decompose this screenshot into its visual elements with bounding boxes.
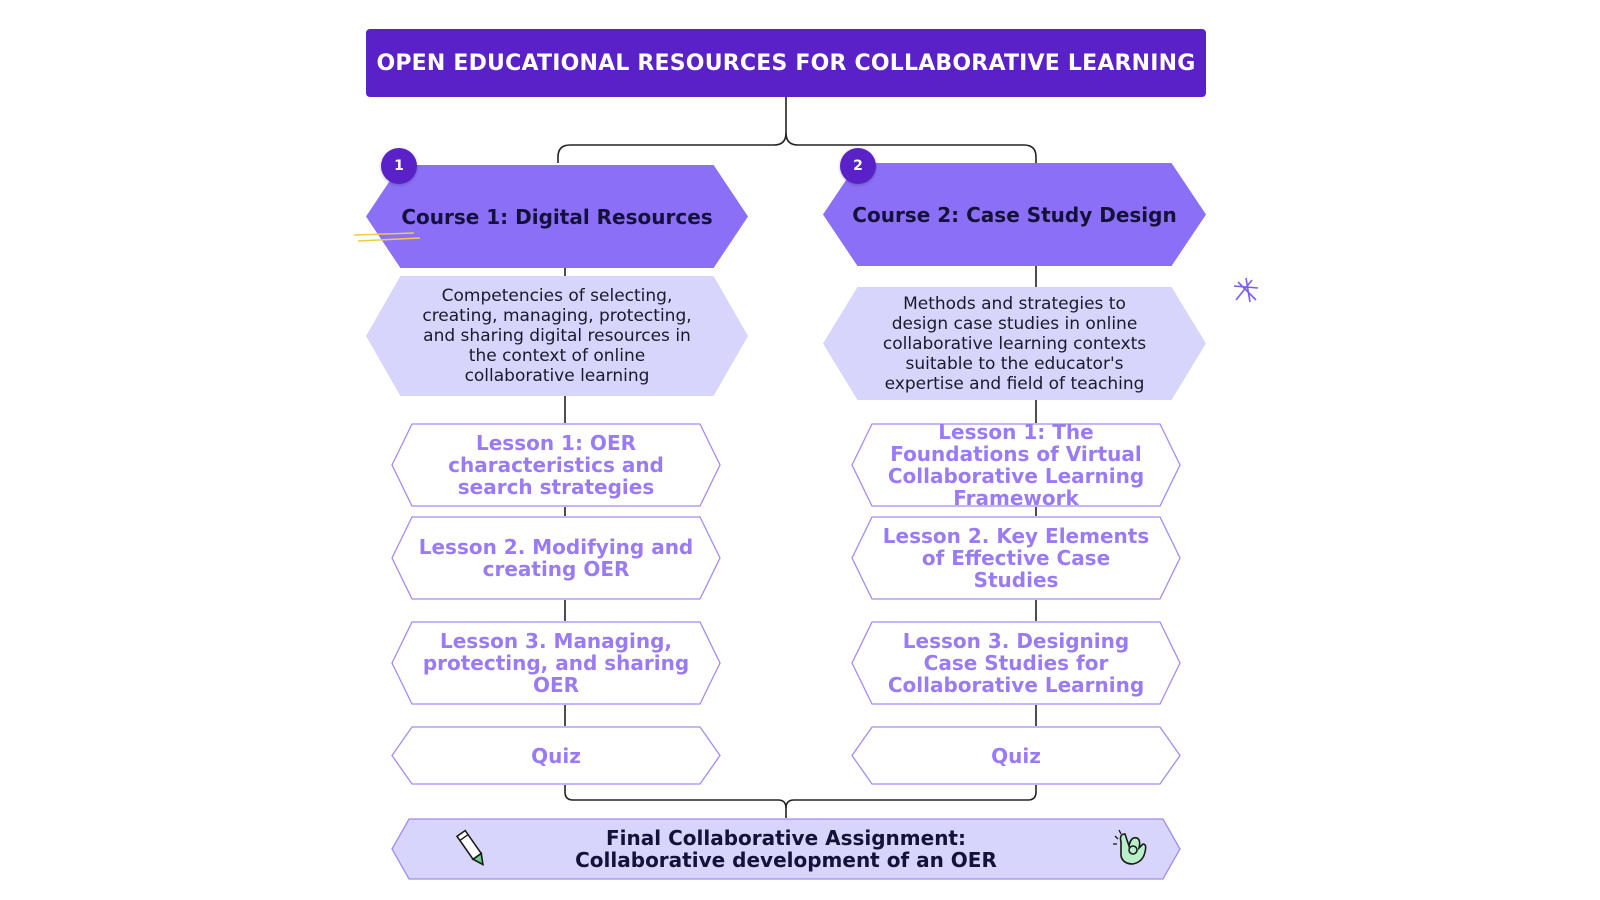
- lesson-outline: [391, 423, 721, 507]
- lesson-label: Lesson 3. Designing Case Studies for Col…: [887, 629, 1145, 697]
- course-2-title: Course 2: Case Study Design: [852, 202, 1177, 227]
- lesson-label: Lesson 1: The Foundations of Virtual Col…: [887, 420, 1145, 510]
- lesson-label: Quiz: [991, 743, 1041, 768]
- course-1-title: Course 1: Digital Resources: [401, 204, 713, 229]
- final-assignment-title: Final Collaborative Assignment:: [606, 826, 966, 850]
- final-assignment-subtitle: Collaborative development of an OER: [575, 848, 997, 872]
- final-outline: [391, 818, 1181, 880]
- star-doodle-icon: [1233, 277, 1259, 303]
- course-1-quiz[interactable]: Quiz: [391, 726, 721, 785]
- lesson-label: Lesson 2. Modifying and creating OER: [418, 535, 694, 581]
- lesson-outline: [851, 621, 1181, 705]
- lesson-outline: [391, 726, 721, 785]
- lesson-outline: [851, 423, 1181, 507]
- lesson-label: Lesson 2. Key Elements of Effective Case…: [882, 524, 1150, 592]
- lesson-label: Lesson 1: OER characteristics and search…: [448, 431, 664, 499]
- course-1-header[interactable]: Course 1: Digital Resources: [366, 165, 748, 268]
- course-1-lesson-1[interactable]: Lesson 1: OER characteristics and search…: [391, 423, 721, 507]
- course-2-description: Methods and strategies to design case st…: [823, 287, 1206, 400]
- course-2-quiz[interactable]: Quiz: [851, 726, 1181, 785]
- lesson-outline: [391, 621, 721, 705]
- lesson-outline: [391, 516, 721, 600]
- course-1-lesson-2[interactable]: Lesson 2. Modifying and creating OER: [391, 516, 721, 600]
- lesson-outline: [851, 516, 1181, 600]
- course-1-description: Competencies of selecting, creating, man…: [366, 276, 748, 396]
- ok-hand-icon: [1113, 829, 1147, 865]
- page-title: OPEN EDUCATIONAL RESOURCES FOR COLLABORA…: [366, 29, 1206, 97]
- final-assignment[interactable]: Final Collaborative Assignment: Collabor…: [391, 818, 1181, 880]
- course-2-lesson-1[interactable]: Lesson 1: The Foundations of Virtual Col…: [851, 420, 1181, 510]
- lesson-outline: [851, 726, 1181, 785]
- course-2-lesson-3[interactable]: Lesson 3. Designing Case Studies for Col…: [851, 621, 1181, 705]
- lesson-label: Lesson 3. Managing, protecting, and shar…: [422, 629, 690, 697]
- lesson-label: Quiz: [531, 743, 581, 768]
- course-2-header[interactable]: Course 2: Case Study Design: [823, 163, 1206, 266]
- course-2-lesson-2[interactable]: Lesson 2. Key Elements of Effective Case…: [851, 516, 1181, 600]
- pencil-icon: [455, 829, 484, 867]
- course-1-badge: 1: [381, 148, 417, 184]
- scribble-doodle-icon: [353, 232, 421, 242]
- course-2-badge: 2: [840, 148, 876, 184]
- course-1-lesson-3[interactable]: Lesson 3. Managing, protecting, and shar…: [391, 621, 721, 705]
